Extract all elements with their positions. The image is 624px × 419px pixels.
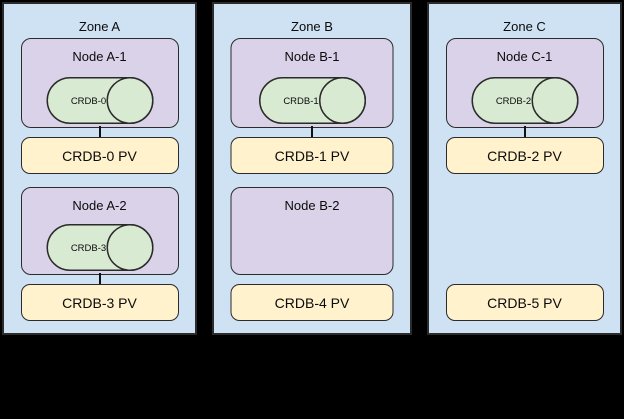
- pv-crdb-5: CRDB-5 PV: [445, 284, 604, 321]
- zone-c: Zone C Node C-1 CRDB-2 CRDB-2 PV CRDB-5 …: [427, 2, 622, 335]
- node-c1: Node C-1 CRDB-2: [445, 38, 604, 128]
- pv-crdb-4: CRDB-4 PV: [230, 284, 394, 321]
- zone-a-label: Zone A: [78, 19, 121, 34]
- node-b1: Node B-1 CRDB-1: [230, 38, 394, 128]
- crdb-1-pod-cylinder-icon: CRDB-1: [258, 77, 366, 124]
- node-b1-label: Node B-1: [284, 49, 340, 64]
- connector-node-b1-pv: [311, 126, 313, 138]
- crdb-3-pod-label: CRDB-3: [70, 243, 105, 254]
- pv-crdb-4-label: CRDB-4 PV: [274, 294, 350, 311]
- zone-c-label: Zone C: [503, 19, 546, 34]
- pv-crdb-2-label: CRDB-2 PV: [487, 147, 562, 164]
- connector-node-a2-pv: [98, 273, 101, 285]
- pv-crdb-3: CRDB-3 PV: [20, 284, 179, 321]
- node-a2: Node A-2 CRDB-3: [20, 187, 179, 275]
- connector-node-a1-pv: [98, 126, 101, 138]
- pv-crdb-2: CRDB-2 PV: [445, 137, 604, 174]
- pv-crdb-3-label: CRDB-3 PV: [62, 294, 137, 311]
- pv-crdb-5-label: CRDB-5 PV: [487, 294, 562, 311]
- crdb-2-pod-cylinder-icon: CRDB-2: [471, 77, 578, 124]
- node-a2-label: Node A-2: [72, 198, 127, 213]
- pv-crdb-0: CRDB-0 PV: [20, 137, 179, 174]
- crdb-0-pod-label: CRDB-0: [70, 96, 105, 107]
- node-a1: Node A-1 CRDB-0: [20, 38, 179, 128]
- node-b2: Node B-2: [230, 187, 394, 275]
- crdb-2-pod-label: CRDB-2: [495, 96, 530, 107]
- pv-crdb-0-label: CRDB-0 PV: [62, 147, 137, 164]
- connector-node-c1-pv: [523, 126, 526, 138]
- node-b2-label: Node B-2: [284, 198, 340, 213]
- zone-b: Zone B Node B-1 CRDB-1 CRDB-1 PV Node B-…: [212, 2, 412, 335]
- zone-a: Zone A Node A-1 CRDB-0 CRDB-0 PV Node A-…: [2, 2, 197, 335]
- pv-crdb-1-label: CRDB-1 PV: [274, 147, 350, 164]
- node-c1-label: Node C-1: [496, 49, 553, 64]
- crdb-3-pod-cylinder-icon: CRDB-3: [46, 224, 153, 271]
- crdb-1-pod-label: CRDB-1: [283, 96, 318, 107]
- node-a1-label: Node A-1: [72, 49, 127, 64]
- zone-b-label: Zone B: [291, 19, 333, 34]
- pv-crdb-1: CRDB-1 PV: [230, 137, 394, 174]
- crdb-0-pod-cylinder-icon: CRDB-0: [46, 77, 153, 124]
